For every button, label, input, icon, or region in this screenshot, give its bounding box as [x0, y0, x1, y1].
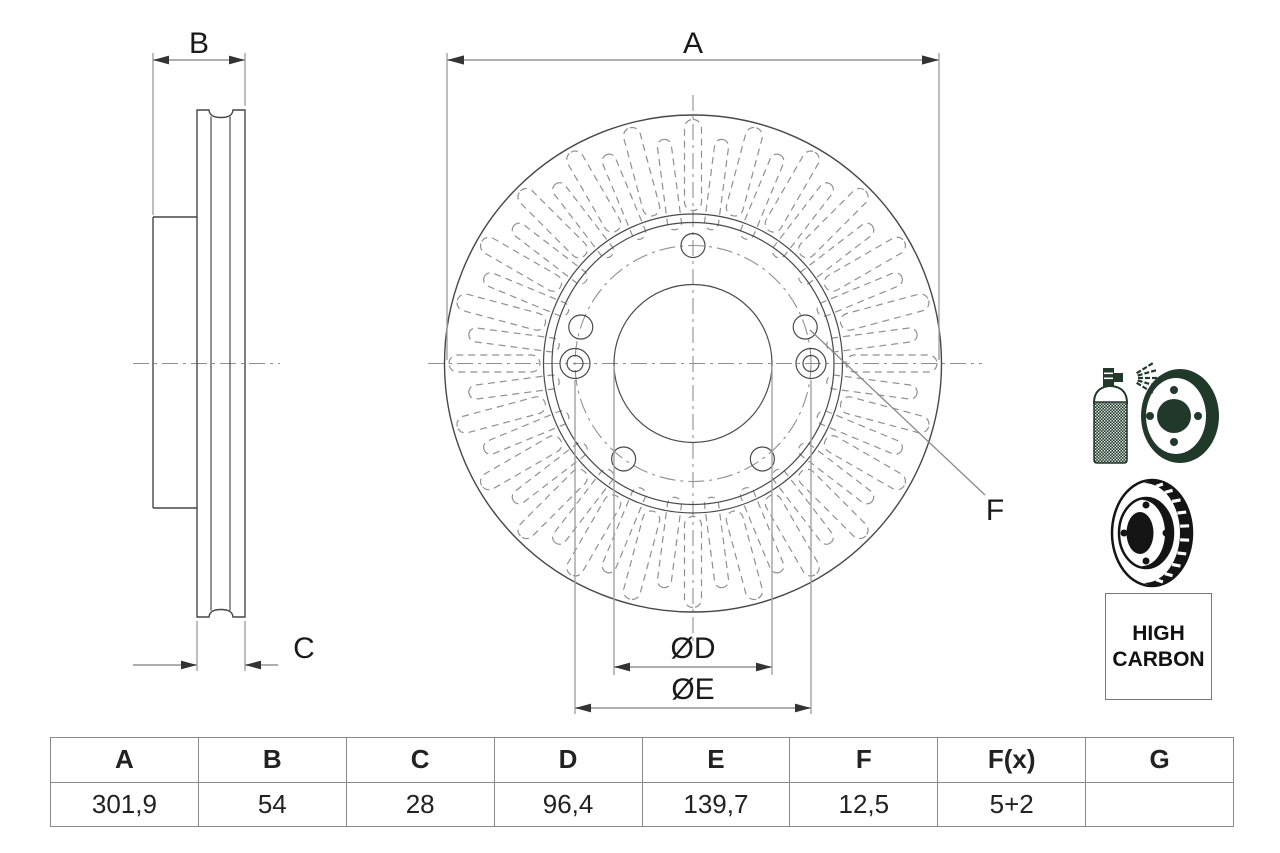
table-header-b: B [197, 737, 347, 783]
table-value-fx: 5+2 [937, 781, 1087, 827]
hat-transition-circle [551, 221, 835, 506]
dim-b-arrow-right [229, 55, 245, 65]
vent-slot-pattern [448, 118, 938, 609]
dim-a-arrow-left [447, 55, 464, 65]
bolt-circle [574, 244, 812, 483]
dim-label-d: ØD [671, 632, 716, 665]
vented-icon-hat-edge [1142, 498, 1173, 568]
vented-icon-rim-slots [1155, 482, 1190, 584]
vented-brake-disc-icon [1110, 478, 1194, 588]
dim-f-leader-line [809, 329, 986, 496]
table-value-e: 139,7 [641, 781, 791, 827]
friction-ring-outline [196, 109, 246, 618]
dim-d-arrow-left [614, 662, 630, 672]
table-value-c: 28 [345, 781, 495, 827]
coating-spray-disc-icon [1092, 362, 1219, 464]
nozzle-stripe [1104, 372, 1113, 375]
dim-label-c: C [293, 632, 315, 665]
table-value-g [1085, 781, 1234, 827]
table-header-a: A [50, 737, 199, 783]
table-value-d: 96,4 [493, 781, 643, 827]
table-header-d: D [493, 737, 643, 783]
outer-diameter-circle [443, 114, 943, 613]
table-value-f: 12,5 [789, 781, 939, 827]
vented-icon-center-bore [1126, 512, 1154, 554]
dim-b-arrow-left [153, 55, 169, 65]
dim-c-arrow-left [181, 660, 197, 670]
spray-icon-bolt-holes [1146, 386, 1202, 446]
dim-a-extension-lines [446, 53, 940, 360]
table-header-e: E [641, 737, 791, 783]
table-header-g: G [1085, 737, 1234, 783]
table-header-f: F [789, 737, 939, 783]
center-bore-circle [613, 283, 773, 444]
front-view: A ØD ØE F [428, 27, 1004, 714]
hat-section-outline [152, 216, 197, 509]
dim-label-f: F [986, 494, 1004, 527]
spray-icon-disc-hub [1157, 399, 1191, 433]
dim-label-e: ØE [671, 673, 714, 706]
table-value-a: 301,9 [50, 781, 199, 827]
vented-icon-rim-band [1144, 480, 1192, 586]
spray-can-shoulder [1092, 385, 1129, 404]
table-header-c: C [345, 737, 495, 783]
high-carbon-badge: HIGH CARBON [1105, 593, 1212, 700]
dim-label-b: B [189, 27, 209, 60]
high-carbon-line2: CARBON [1112, 647, 1205, 671]
table-value-b: 54 [197, 781, 347, 827]
dim-e-extension-lines [574, 380, 812, 714]
table-header-row: A B C D E F F(x) G [50, 737, 1234, 783]
table-header-fx: F(x) [937, 737, 1087, 783]
high-carbon-line1: HIGH [1132, 621, 1185, 645]
dim-a-arrow-right [922, 55, 939, 65]
table-value-row: 301,9 54 28 96,4 139,7 12,5 5+2 [50, 781, 1234, 827]
locating-holes [559, 347, 827, 380]
dim-d-arrow-right [756, 662, 772, 672]
vent-channel-walls [210, 116, 231, 611]
dim-e-arrow-right [795, 703, 811, 713]
spray-can-head [1114, 373, 1123, 382]
vented-icon-bolt-holes [1120, 501, 1170, 565]
dim-label-a: A [683, 27, 703, 60]
bolt-holes [568, 232, 818, 472]
side-view-cross-section: B C [133, 27, 315, 671]
dim-c-extension-lines [196, 621, 246, 671]
spray-mist [1136, 362, 1157, 394]
dimension-table: A B C D E F F(x) G 301,9 54 28 96,4 139,… [50, 737, 1234, 827]
dim-d-extension-lines [613, 366, 773, 675]
spray-can-body [1093, 401, 1128, 464]
nozzle-stripe [1104, 377, 1113, 380]
friction-surface-inner-circle [542, 213, 844, 514]
dim-c-arrow-right [245, 660, 261, 670]
dim-e-arrow-left [575, 703, 591, 713]
dim-b-extension-lines [152, 53, 246, 215]
